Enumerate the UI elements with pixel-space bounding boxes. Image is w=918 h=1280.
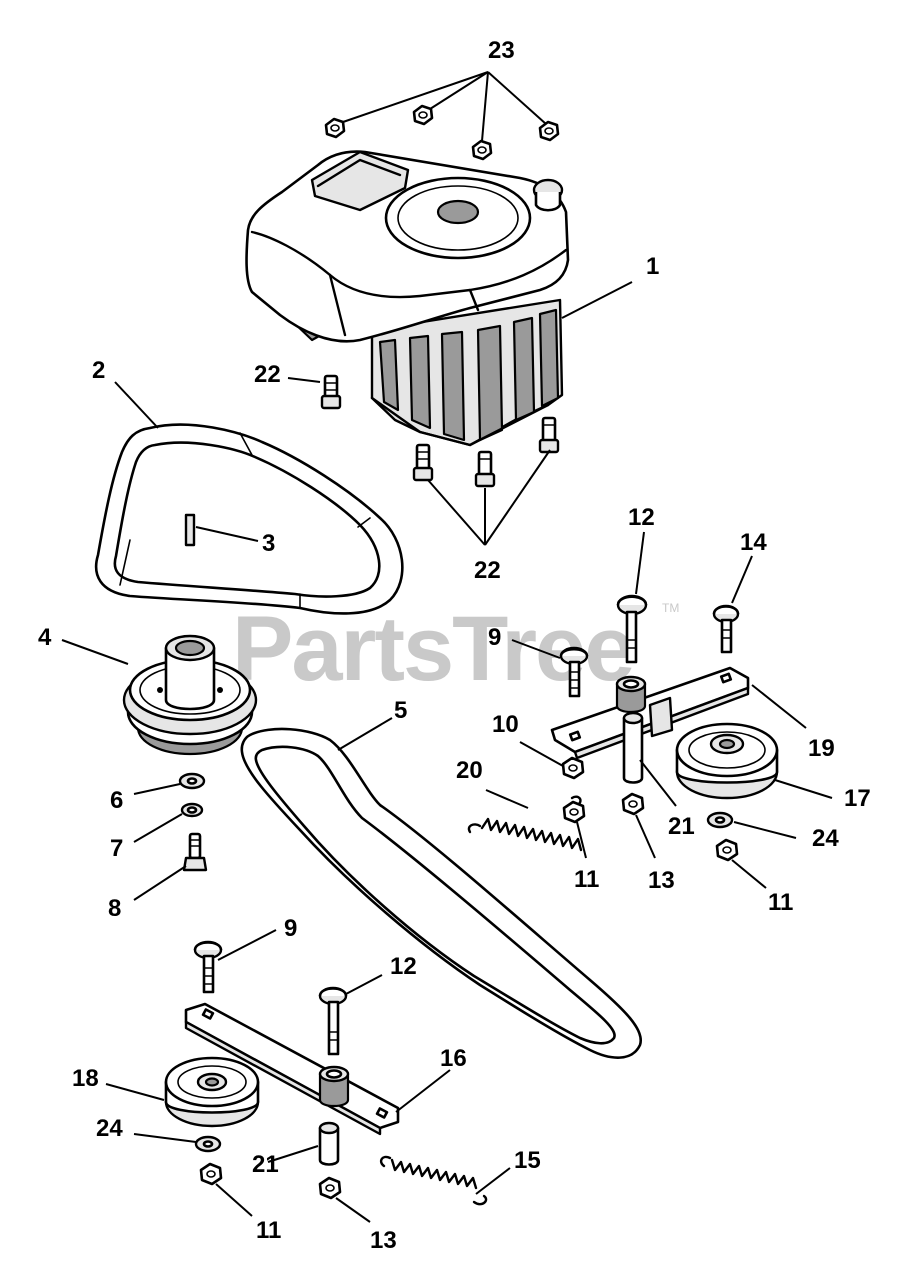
label-10: 10 [492, 711, 519, 738]
part-8-bolt [133, 832, 208, 901]
part-14-carriage-bolt [712, 555, 753, 654]
label-9-top: 9 [488, 624, 501, 651]
part-1-engine [245, 150, 633, 447]
label-12-top: 12 [628, 504, 655, 531]
part-9-carriage-bolt-bottom [193, 929, 277, 994]
part-4-pulley [61, 634, 258, 756]
label-9-bottom: 9 [284, 915, 297, 942]
label-13-top: 13 [648, 867, 675, 894]
label-20: 20 [456, 757, 483, 784]
part-23-nuts [324, 71, 560, 161]
label-22-bottom: 22 [474, 557, 501, 584]
label-16: 16 [440, 1045, 467, 1072]
part-3-key [184, 513, 259, 547]
label-24-top: 24 [812, 825, 839, 852]
part-17-idler-pulley [675, 722, 833, 800]
label-21-bottom: 21 [252, 1151, 279, 1178]
part-2-belt [94, 381, 404, 615]
label-15: 15 [514, 1147, 541, 1174]
label-8: 8 [108, 895, 121, 922]
part-13-nut-top [621, 792, 656, 859]
part-20-spring [467, 789, 583, 852]
part-11-nut-center [562, 800, 587, 859]
label-24-bottom: 24 [96, 1115, 123, 1142]
part-9-carriage-bolt-top [511, 639, 589, 698]
part-12-carriage-bolt-top [616, 531, 648, 664]
watermark: PartsTree TM [232, 598, 679, 700]
label-23: 23 [488, 37, 515, 64]
part-7-lockwasher [133, 802, 204, 843]
label-2: 2 [92, 357, 105, 384]
part-22-bolts [287, 374, 560, 546]
part-11-nut-bottom [199, 1162, 253, 1217]
part-16-idler-arm [184, 1002, 451, 1136]
label-22-left: 22 [254, 361, 281, 388]
part-24-washer-bottom [133, 1133, 222, 1153]
label-17: 17 [844, 785, 871, 812]
part-18-pulley [105, 1056, 260, 1128]
part-10-nut [519, 741, 585, 780]
label-11-right: 11 [768, 889, 793, 916]
arm-bushing-top [615, 675, 647, 714]
part-21-spacer-bottom [267, 1121, 340, 1166]
label-6: 6 [110, 787, 123, 814]
label-12-bottom: 12 [390, 953, 417, 980]
part-19-idler-arm [550, 666, 807, 760]
label-21-top: 21 [668, 813, 695, 840]
part-24-washer-top [706, 811, 797, 839]
part-12-carriage-bolt-bottom [318, 974, 383, 1056]
label-11-bottom: 11 [256, 1217, 281, 1244]
label-11-center: 11 [574, 866, 599, 893]
part-6-washer [133, 772, 206, 795]
label-3: 3 [262, 530, 275, 557]
part-5-long-belt [240, 717, 643, 1059]
part-13-nut-bottom [318, 1176, 371, 1223]
label-4: 4 [38, 624, 52, 651]
part-11-nut-right [715, 838, 767, 889]
part-15-spring [379, 1155, 511, 1206]
label-13-bottom: 13 [370, 1227, 397, 1254]
callout-labels: 23 1 2 22 3 22 12 14 4 9 5 10 19 20 6 17… [38, 37, 871, 1254]
part-21-spacer-top [622, 711, 677, 807]
label-19: 19 [808, 735, 835, 762]
label-1: 1 [646, 253, 659, 280]
label-7: 7 [110, 835, 123, 862]
label-14: 14 [740, 529, 767, 556]
label-5: 5 [394, 697, 407, 724]
label-18: 18 [72, 1065, 99, 1092]
watermark-trademark: TM [662, 601, 679, 615]
